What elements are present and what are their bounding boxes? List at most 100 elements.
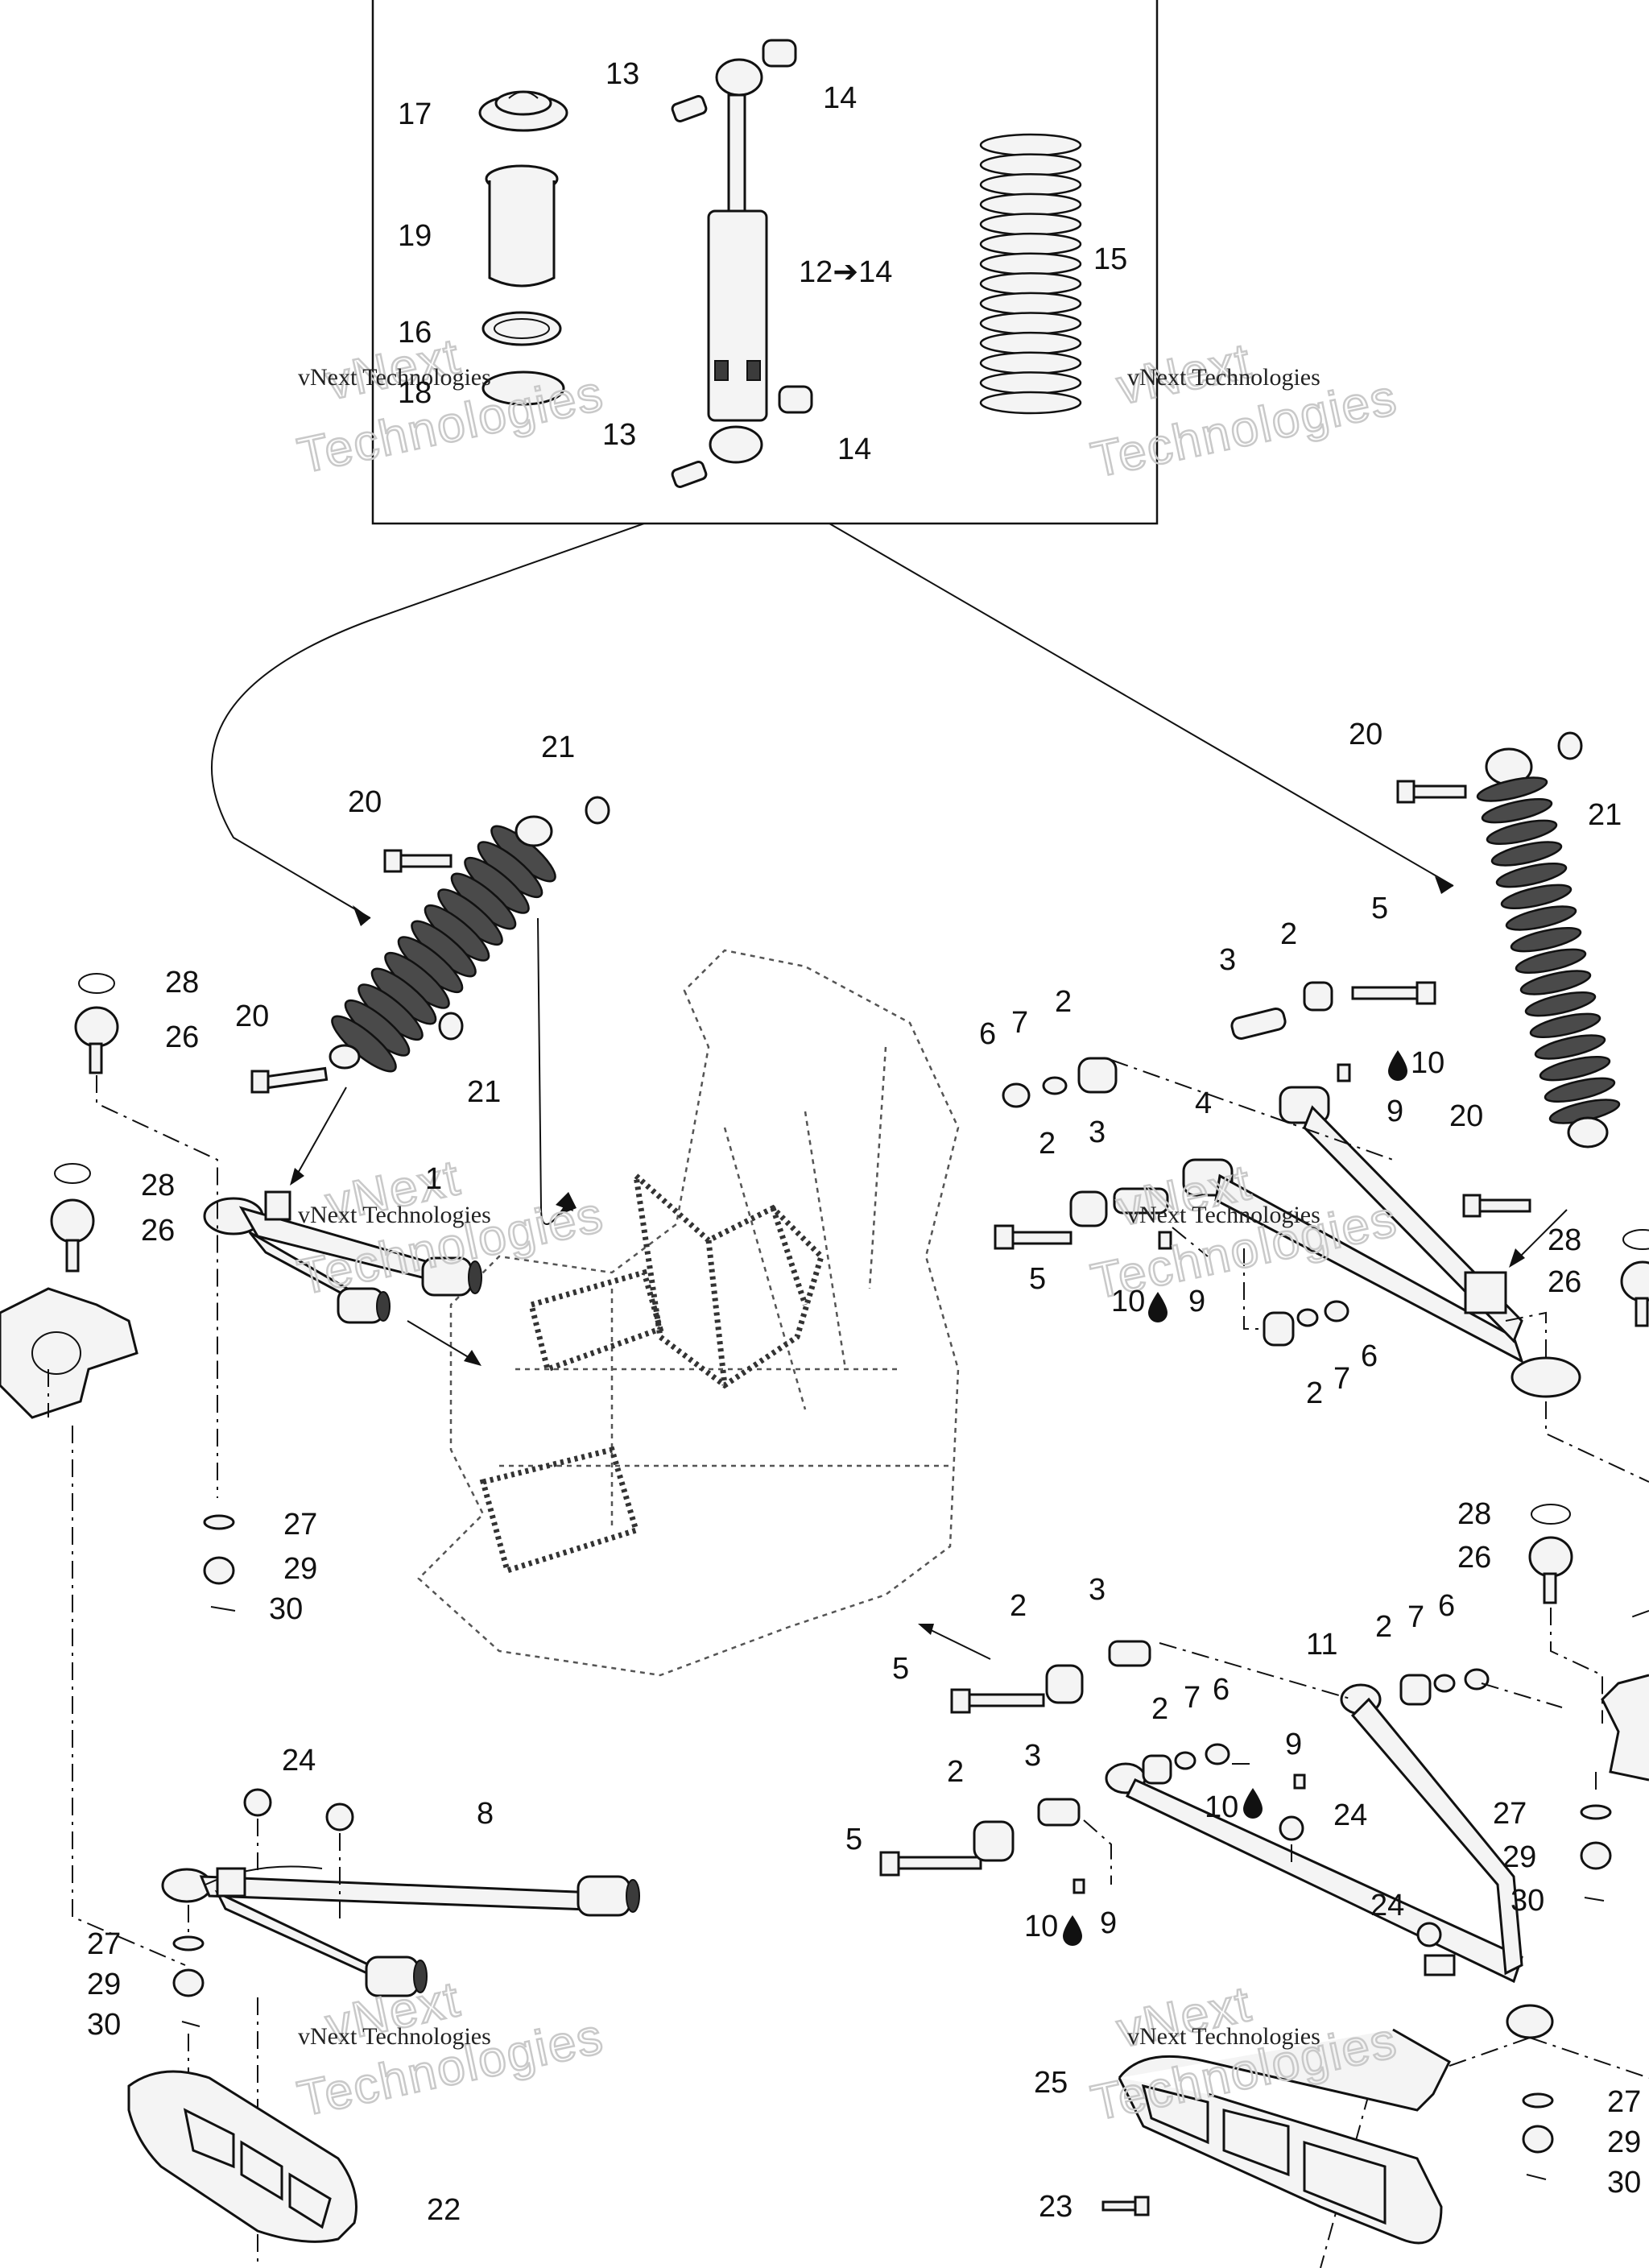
callout-c2b: 2 — [1055, 985, 1072, 1019]
callout-c21a: 21 — [541, 730, 575, 764]
nut-part-6-a — [1002, 1082, 1031, 1108]
washer-part-7-c — [1433, 1674, 1456, 1693]
bushing-part-2-a — [1303, 981, 1333, 1012]
skid-plate-part-22 — [127, 2070, 357, 2243]
callout-c15: 15 — [1093, 242, 1127, 276]
callout-c2a: 2 — [1280, 917, 1297, 951]
circlip-part-28-d — [1531, 1504, 1571, 1525]
cotter-pin-part-30-a — [210, 1606, 236, 1612]
callout-c26d: 26 — [1457, 1541, 1491, 1575]
callout-c3a: 3 — [1219, 943, 1236, 977]
callout-c14a: 14 — [823, 81, 857, 115]
bushing-part-14-bottom — [778, 385, 813, 414]
bushing-part-2-g — [1142, 1754, 1172, 1785]
callout-c29a: 29 — [283, 1552, 317, 1586]
callout-c26a: 26 — [165, 1020, 199, 1054]
callout-c3c: 3 — [1089, 1573, 1106, 1607]
spring-retainer-part-17 — [478, 90, 568, 132]
callout-c27a: 27 — [283, 1508, 317, 1542]
callout-c19: 19 — [398, 219, 432, 253]
nut-part-24-d — [1416, 1922, 1442, 1947]
callout-c7d: 7 — [1184, 1681, 1201, 1715]
washer-part-7-a — [1042, 1076, 1068, 1095]
washer-part-18 — [481, 370, 565, 406]
shock-detail-inset — [371, 0, 1159, 525]
callout-c13b: 13 — [602, 418, 636, 452]
callout-c5c: 5 — [892, 1652, 909, 1686]
nut-part-24-a — [243, 1788, 272, 1817]
callout-c7a: 7 — [1011, 1006, 1028, 1040]
steering-knuckle-right — [1601, 1674, 1649, 1782]
callout-c2e: 2 — [1010, 1589, 1027, 1623]
callout-c3d: 3 — [1024, 1739, 1041, 1773]
washer-part-7-b — [1296, 1308, 1319, 1327]
ball-joint-part-26-d — [1528, 1536, 1573, 1604]
nut-part-24-b — [325, 1802, 354, 1831]
callout-c29b: 29 — [87, 1968, 121, 2001]
ball-joint-part-26-c — [1620, 1260, 1649, 1327]
callout-c10d: 10 — [1024, 1910, 1058, 1943]
callout-c7b: 7 — [1333, 1362, 1350, 1396]
watermark-text-4: vNext Technologies — [1127, 1202, 1320, 1228]
bolt-part-5-b — [994, 1224, 1072, 1250]
nut-part-21-c — [1557, 731, 1583, 760]
nut-part-24-c — [1279, 1815, 1304, 1841]
sleeve-part-3-a — [1230, 1008, 1287, 1040]
callout-c5b: 5 — [1029, 1262, 1046, 1296]
bolt-part-5-c — [950, 1688, 1045, 1714]
bolt-part-5-a — [1351, 981, 1436, 1005]
bushing-part-2-f — [1399, 1674, 1432, 1706]
callout-c21b: 21 — [467, 1075, 501, 1109]
sleeve-part-3-b — [1113, 1187, 1169, 1215]
callout-c21c: 21 — [1588, 798, 1622, 832]
washer-part-27-c — [1580, 1804, 1612, 1820]
sleeve-part-3-c — [1108, 1640, 1151, 1667]
callout-c5a: 5 — [1371, 892, 1388, 925]
callout-c24c: 24 — [1370, 1889, 1404, 1922]
callout-c4: 4 — [1195, 1086, 1212, 1120]
bolt-part-20-b — [250, 1066, 329, 1094]
grease-fitting-part-9-d — [1072, 1878, 1085, 1894]
callout-c6b: 6 — [1361, 1339, 1378, 1373]
circlip-part-28-a — [78, 973, 115, 994]
skid-plate-part-25 — [1118, 2028, 1451, 2245]
callout-c8: 8 — [477, 1797, 494, 1831]
grease-fitting-part-9-a — [1337, 1063, 1351, 1082]
bushing-part-14-top — [762, 39, 797, 68]
callout-c16: 16 — [398, 316, 432, 350]
right-lower-a-arm-part-11 — [1105, 1683, 1554, 2039]
watermark-text-2: vNext Technologies — [1127, 364, 1320, 391]
callout-c18: 18 — [398, 376, 432, 410]
callout-c1: 1 — [425, 1162, 442, 1196]
bolt-part-23 — [1101, 2196, 1150, 2216]
callout-c25: 25 — [1034, 2066, 1068, 2100]
callout-c23: 23 — [1039, 2190, 1072, 2224]
bushing-part-2-b — [1077, 1057, 1118, 1094]
grease-fitting-part-9-b — [1158, 1231, 1172, 1250]
callout-c9d: 9 — [1100, 1906, 1117, 1940]
bolt-part-5-d — [879, 1851, 982, 1877]
spacer-part-13-bottom — [671, 461, 708, 488]
bushing-part-2-d — [1263, 1311, 1295, 1347]
bolt-part-20-a — [383, 849, 453, 873]
callout-c17: 17 — [398, 97, 432, 131]
right-upper-a-arm-part-4 — [1182, 1086, 1581, 1398]
callout-c30a: 30 — [269, 1592, 303, 1626]
vehicle-frame-outline — [417, 949, 960, 1677]
callout-c9b: 9 — [1188, 1285, 1205, 1318]
callout-c24a: 24 — [282, 1744, 316, 1778]
callout-c20d: 20 — [1449, 1099, 1483, 1133]
callout-c10b: 10 — [1111, 1285, 1145, 1318]
callout-c9c: 9 — [1285, 1728, 1302, 1761]
washer-part-27-b — [172, 1935, 205, 1951]
callout-c5d: 5 — [845, 1823, 862, 1856]
callout-c2g: 2 — [1151, 1692, 1168, 1726]
nut-part-29-d — [1522, 2125, 1554, 2154]
callout-c28a: 28 — [165, 966, 199, 999]
callout-c30b: 30 — [87, 2008, 121, 2042]
callout-c9a: 9 — [1387, 1095, 1403, 1128]
callout-c3b: 3 — [1089, 1115, 1106, 1149]
coil-spring-part-15 — [979, 133, 1082, 415]
grease-drop-icon — [1063, 1915, 1082, 1946]
